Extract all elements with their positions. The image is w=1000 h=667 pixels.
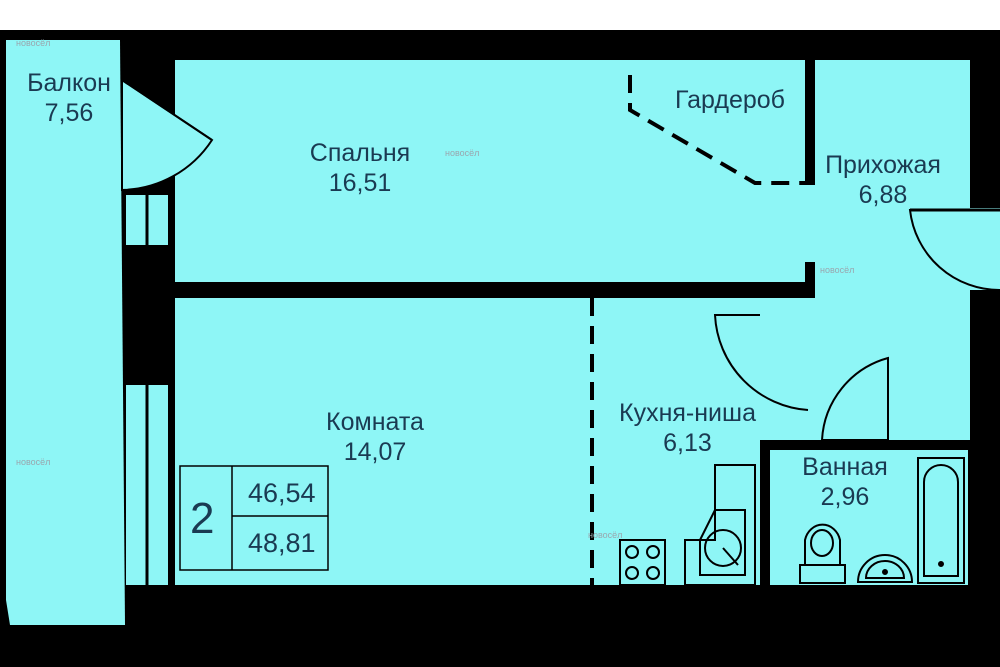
inner-walls (175, 60, 970, 585)
bathroom-area: 2,96 (820, 483, 870, 511)
bathtub (917, 457, 965, 584)
hallway-area: 6,88 (858, 181, 908, 209)
wardrobe-dashed-line (628, 75, 805, 185)
watermark: новосёл (820, 265, 855, 275)
wall-bath-top (770, 440, 970, 450)
room-label: Комната 14,07 (295, 407, 455, 467)
hallway-label: Прихожая 6,88 (808, 150, 958, 210)
toilet (799, 523, 846, 584)
wall-kitchen-bath (760, 440, 770, 585)
washbasin (856, 554, 914, 583)
room-area: 14,07 (343, 438, 407, 466)
wall-wardrobe-hall (805, 60, 815, 185)
area-without-balcony: 46,54 (248, 478, 316, 508)
wall-bedroom-room (175, 282, 808, 298)
entrance-door (908, 208, 1000, 292)
kitchen-sink (684, 464, 756, 586)
watermark: новосёл (16, 457, 51, 467)
watermark: новосёл (445, 148, 480, 158)
kitchen-name: Кухня-ниша (619, 399, 756, 427)
bathroom-label: Ванная 2,96 (785, 452, 905, 512)
kitchen-label: Кухня-ниша 6,13 (595, 398, 780, 458)
summary-table (179, 465, 329, 571)
stove (619, 539, 666, 586)
bedroom-label: Спальня 16,51 (280, 138, 440, 198)
room-kitchen-floor (175, 298, 765, 585)
balcony-name: Балкон (27, 69, 111, 97)
bedroom-area: 16,51 (328, 169, 392, 197)
balcony-floor (6, 40, 125, 625)
balcony-door (121, 78, 214, 192)
bedroom-name: Спальня (309, 139, 411, 167)
kitchen-area: 6,13 (663, 429, 712, 457)
bathroom-door (820, 356, 889, 441)
rooms-count: 2 (190, 494, 215, 543)
balcony-windows (126, 195, 168, 585)
area-total: 48,81 (248, 528, 316, 558)
wardrobe-label: Гардероб (655, 85, 805, 115)
hallway-name: Прихожая (825, 151, 941, 179)
balcony-label: Балкон 7,56 (14, 68, 124, 128)
watermark: новосёл (588, 530, 623, 540)
passage-door (713, 314, 809, 411)
bathroom-name: Ванная (802, 453, 888, 481)
balcony-area: 7,56 (44, 99, 94, 127)
bedroom-floor (175, 60, 808, 282)
wall-hall-stub (805, 262, 815, 298)
room-name: Комната (326, 408, 424, 436)
wardrobe-name: Гардероб (675, 86, 785, 114)
watermark: новосёл (16, 38, 51, 48)
